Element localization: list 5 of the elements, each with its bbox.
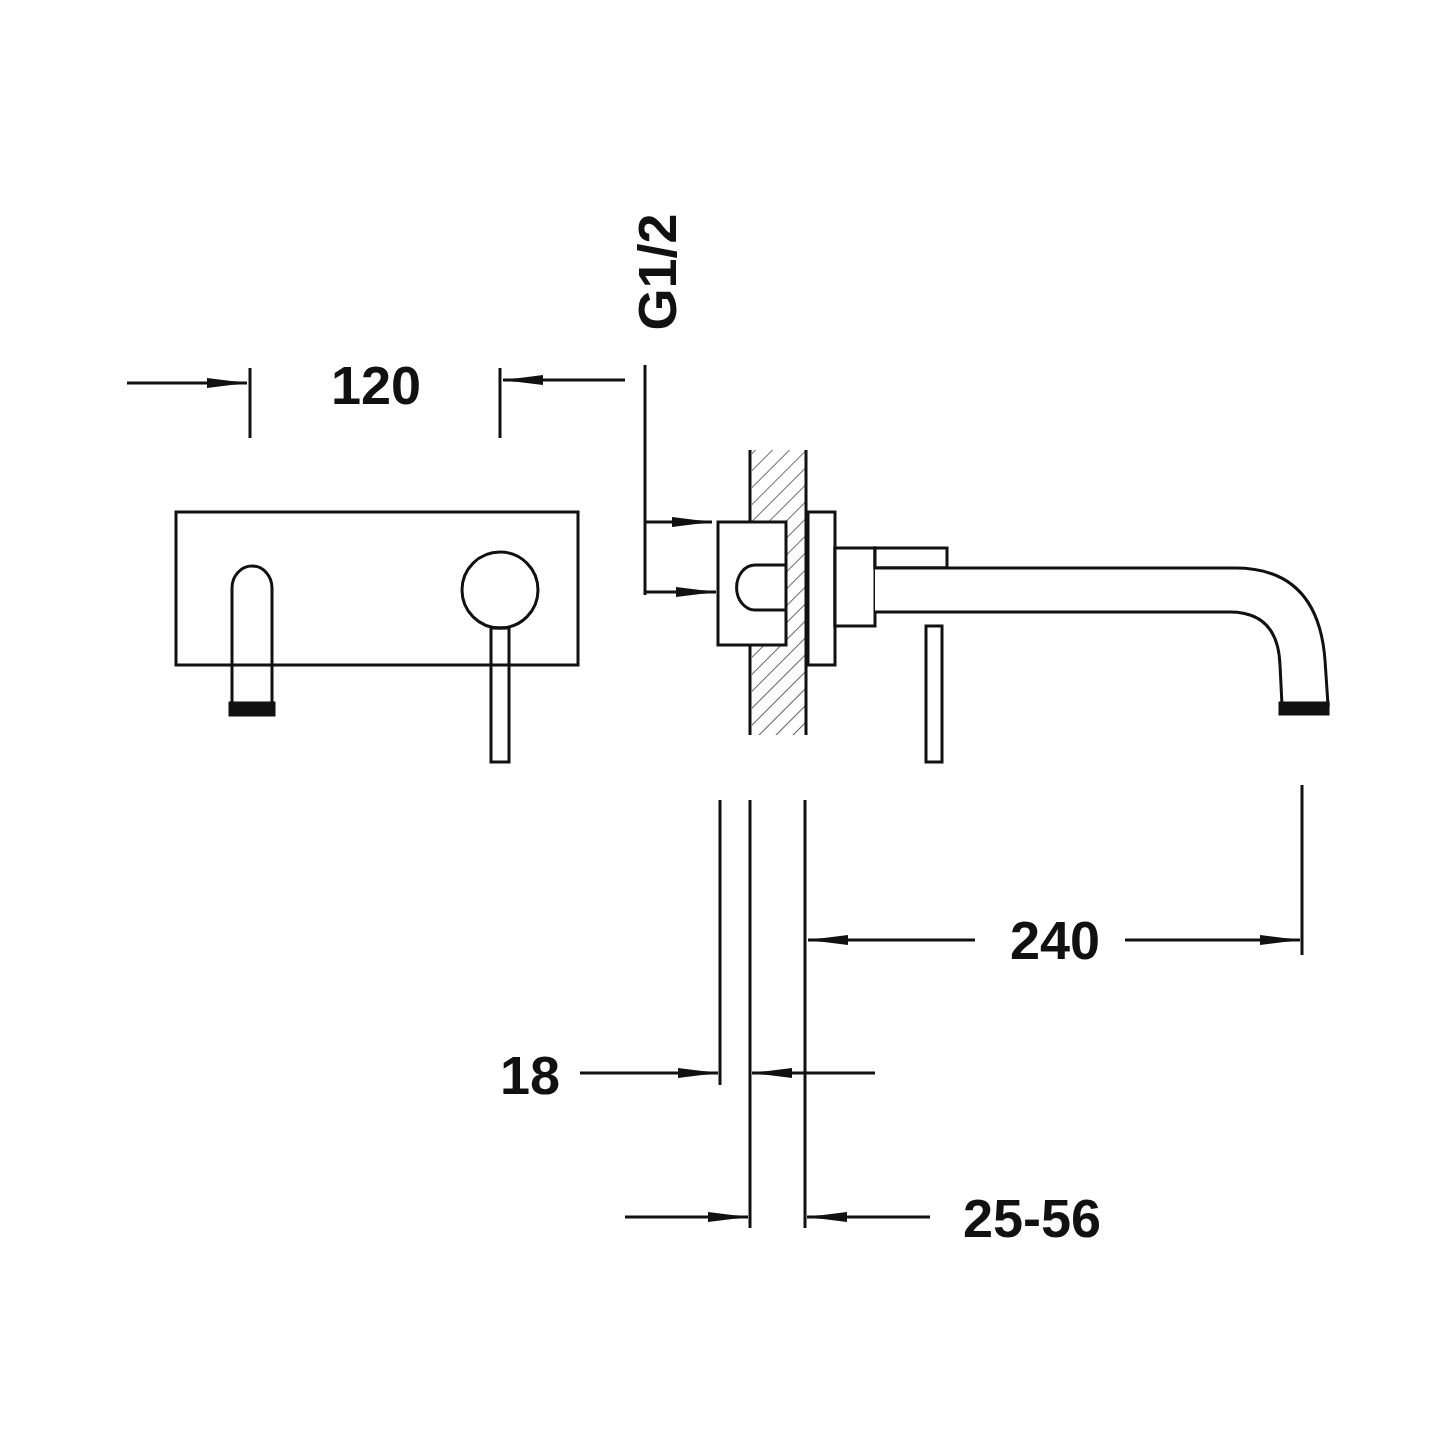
dimension-label: 240 <box>1009 913 1101 967</box>
dimension-label: 25-56 <box>962 1191 1102 1245</box>
dimension-label: G1/2 <box>630 213 684 331</box>
dimension-label: 18 <box>499 1048 561 1102</box>
dimension-label: 120 <box>330 358 422 412</box>
